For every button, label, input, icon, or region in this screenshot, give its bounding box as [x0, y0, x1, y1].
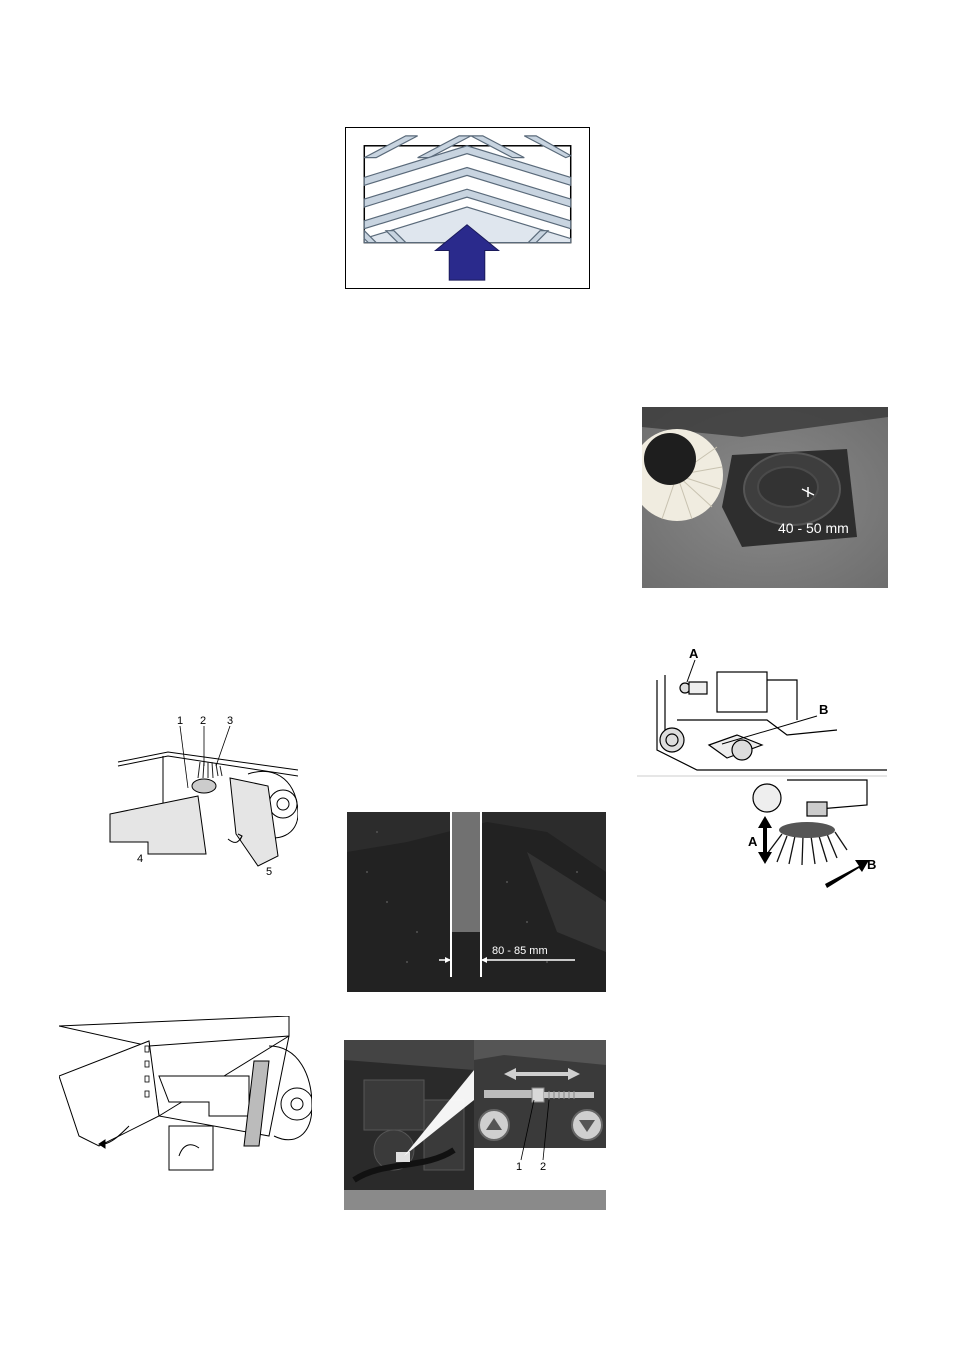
callout-5: 5: [266, 866, 272, 878]
callout-b-bottom: B: [867, 857, 876, 872]
sweep-pattern-measurement: 80 - 85 mm: [492, 945, 548, 957]
brush-wear-photo: 40 - 50 mm: [642, 407, 888, 588]
callout-1: 1: [177, 715, 183, 727]
brush-wear-measurement: 40 - 50 mm: [778, 520, 849, 536]
callout-a-top: A: [689, 646, 699, 661]
callout-b-top: B: [819, 702, 828, 717]
cable-adjust-figure: 1 2: [344, 1040, 606, 1210]
sweep-pattern-photo: 80 - 85 mm: [347, 812, 606, 992]
callout-2: 2: [200, 715, 206, 727]
callout-a-bottom: A: [748, 834, 758, 849]
hopper-panel-figure: [59, 1016, 312, 1172]
side-brush-adjust-figure: A B A B: [637, 640, 887, 888]
callout-2: 2: [540, 1161, 546, 1173]
chevron-belt-illustration: [346, 128, 589, 288]
flap-panels-figure: 1 2 3 4 5: [108, 704, 298, 882]
chevron-belt-figure: [345, 127, 590, 289]
callout-4: 4: [137, 853, 143, 865]
callout-3: 3: [227, 715, 233, 727]
callout-1: 1: [516, 1161, 522, 1173]
